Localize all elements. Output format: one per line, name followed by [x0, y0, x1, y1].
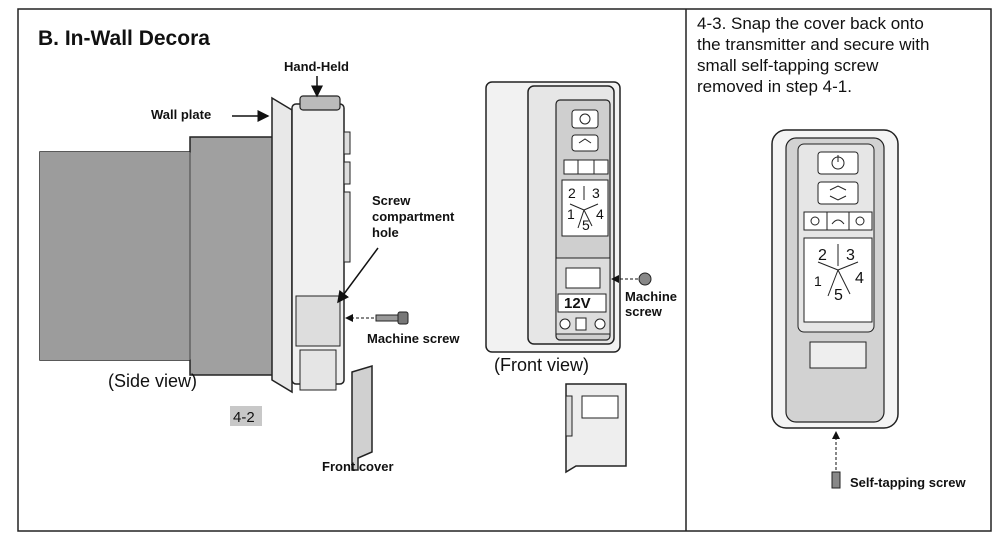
transmitter-dial-4: 4 — [855, 270, 864, 287]
step-badge-bg — [230, 406, 262, 426]
section-title: B. In-Wall Decora — [38, 27, 210, 50]
step-43-line-1: 4-3. Snap the cover back onto — [697, 14, 924, 33]
front-view-illustration — [485, 81, 652, 474]
front-dial-5: 5 — [582, 217, 590, 233]
step-43-line-2: the transmitter and secure with — [697, 35, 929, 54]
machine-screw-label-front-1: Machine — [625, 289, 677, 304]
machine-screw-label-side: Machine screw — [367, 331, 460, 346]
front-dial-3: 3 — [592, 185, 600, 201]
transmitter-dial-5: 5 — [834, 287, 843, 304]
front-cover-label: Front cover — [322, 459, 394, 474]
step-43-line-3: small self-tapping screw — [697, 56, 879, 75]
front-dial-2: 2 — [568, 185, 576, 201]
transmitter-illustration — [771, 129, 899, 489]
outer-frame — [17, 8, 992, 532]
side-view-illustration — [39, 95, 409, 471]
screw-compartment-label-2: compartment — [372, 209, 455, 224]
front-dial-4: 4 — [596, 206, 604, 222]
screw-compartment-label-3: hole — [372, 225, 399, 240]
screw-compartment-arrow — [337, 247, 379, 304]
wall-plate-label: Wall plate — [151, 107, 211, 122]
step-43-line-4: removed in step 4-1. — [697, 77, 852, 96]
side-view-caption: (Side view) — [108, 371, 197, 391]
voltage-label: 12V — [564, 295, 591, 312]
screw-compartment-label-1: Screw — [372, 193, 411, 208]
step-badge: 4-2 — [233, 409, 255, 426]
machine-screw-label-front-2: screw — [625, 304, 663, 319]
transmitter-dial-1: 1 — [814, 273, 822, 289]
self-tapping-screw-label: Self-tapping screw — [850, 475, 966, 490]
transmitter-dial-2: 2 — [818, 247, 827, 264]
front-dial-1: 1 — [567, 206, 575, 222]
front-view-caption: (Front view) — [494, 355, 589, 375]
hand-held-label: Hand-Held — [284, 59, 349, 74]
transmitter-dial-3: 3 — [846, 247, 855, 264]
